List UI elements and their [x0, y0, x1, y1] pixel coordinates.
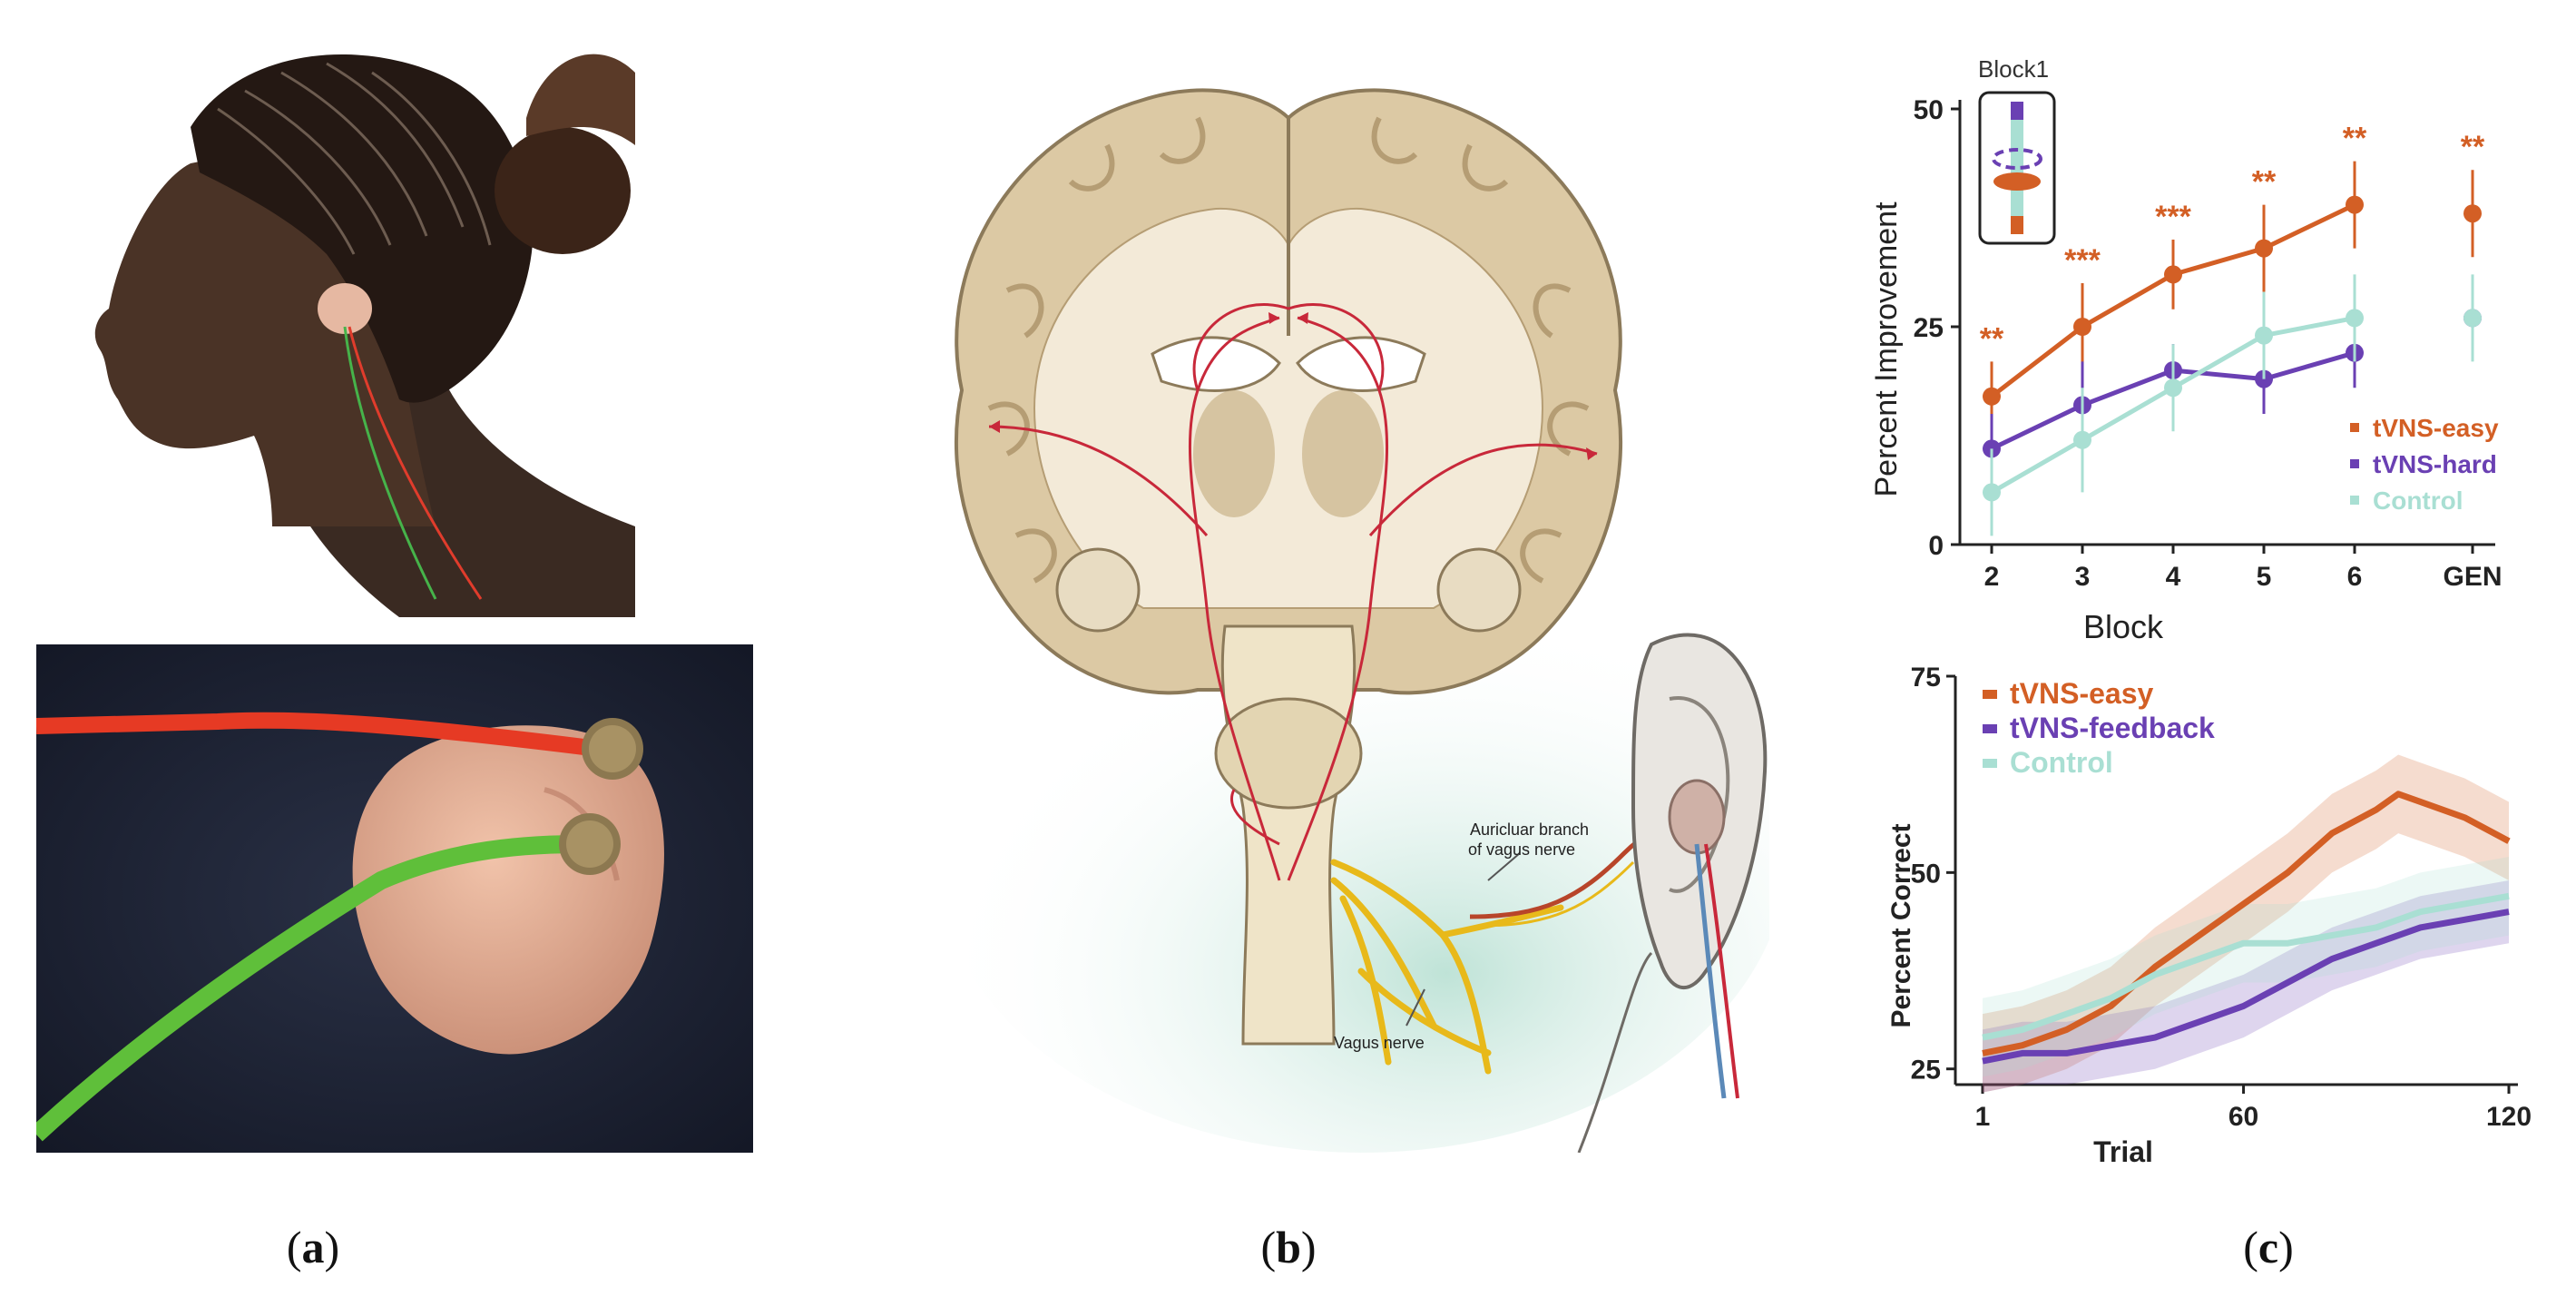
- chart1-point: [2073, 318, 2091, 336]
- chart1-significance-stars: **: [2461, 130, 2485, 164]
- chart2-line-1: [1982, 909, 2510, 1065]
- chart1-significance-stars: **: [2343, 122, 2367, 156]
- block1-inset: Block1: [1978, 55, 2056, 245]
- chart1-ytick-label: 25: [1914, 313, 1944, 343]
- caption-c: (c): [2243, 1222, 2294, 1272]
- chart2-ytick-label: 50: [1911, 859, 1941, 889]
- percent-correct-chart: 25 50 75 1 60 120 tVNS-easy tVNS-feedback Con…: [1886, 663, 2532, 1168]
- panel-a: [36, 18, 753, 1153]
- chart1-xtick-label: 3: [2075, 562, 2091, 592]
- chart2-confidence-band-0: [1983, 754, 2509, 1093]
- chart1-xtick-label: 6: [2347, 562, 2363, 592]
- label-vagus-nerve: Vagus nerve: [1334, 1034, 1425, 1052]
- chart1-point: [2164, 265, 2182, 284]
- chart1-ytick-label: 0: [1928, 531, 1944, 561]
- chart2-line-0: [1982, 791, 2511, 1056]
- chart2-ytick-label: 75: [1911, 663, 1941, 693]
- legend2-tvns-feedback: tVNS-feedback: [2010, 712, 2215, 744]
- legend-tvns-hard: tVNS-hard: [2373, 450, 2497, 478]
- chart1-ytick-label: 50: [1914, 95, 1944, 125]
- caption-b: (b): [1260, 1222, 1317, 1272]
- legend-tvns-easy: tVNS-easy: [2373, 414, 2499, 442]
- chart1-xlabel: Block: [2083, 608, 2164, 645]
- brain-vagus-illustration: Auricluar branch of vagus nerve Vagus ne…: [935, 88, 1788, 1154]
- chart1-significance-stars: **: [2252, 165, 2277, 200]
- chart1-point: [2463, 204, 2482, 223]
- chart2-line-2: [1982, 892, 2510, 1041]
- chart2-ylabel: Percent Correct: [1886, 823, 1916, 1027]
- chart1-point: [1983, 483, 2001, 502]
- chart2-confidence-band-2: [1983, 857, 2509, 1077]
- panel-b: Auricluar branch of vagus nerve Vagus ne…: [853, 64, 1788, 1154]
- head-profile-photo: [54, 18, 635, 617]
- chart2-xtick-label: 1: [1975, 1102, 1991, 1132]
- chart1-point: [2346, 195, 2364, 214]
- chart2-xtick-label: 120: [2486, 1102, 2532, 1132]
- chart2-legend: tVNS-easy tVNS-feedback Control: [1983, 677, 2215, 779]
- legend2-control: Control: [2010, 746, 2113, 779]
- chart1-legend: tVNS-easy tVNS-hard Control: [2350, 414, 2499, 515]
- chart2-xlabel: Trial: [2093, 1135, 2153, 1168]
- inset-label: Block1: [1978, 55, 2049, 83]
- chart1-xtick-label: 5: [2257, 562, 2272, 592]
- chart1-ylabel: Percent Improvement: [1869, 201, 1904, 497]
- chart1-significance-stars: **: [1980, 321, 2004, 356]
- chart1-significance-stars: ***: [2064, 243, 2101, 278]
- chart1-point: [2073, 430, 2091, 449]
- earpiece-electrode-photo: [36, 644, 753, 1153]
- chart2-confidence-band-1: [1983, 880, 2509, 1093]
- chart1-xtick-label: GEN: [2443, 562, 2502, 592]
- chart1-xtick-label: 2: [1984, 562, 2000, 592]
- chart1-point: [2463, 309, 2482, 328]
- chart1-point: [2255, 239, 2273, 258]
- chart1-point: [2164, 378, 2182, 398]
- chart1-point: [1983, 387, 2001, 406]
- legend2-tvns-easy: tVNS-easy: [2010, 677, 2154, 710]
- chart1-significance-stars: ***: [2155, 200, 2191, 234]
- caption-a: (a): [286, 1222, 340, 1272]
- chart1-point: [2346, 309, 2364, 328]
- chart1-xtick-label: 4: [2166, 562, 2181, 592]
- chart2-ytick-label: 25: [1911, 1056, 1941, 1086]
- chart1-point: [2255, 326, 2273, 345]
- chart2-xtick-label: 60: [2228, 1102, 2258, 1132]
- label-auricular-branch-1: Auricluar branch: [1470, 820, 1589, 839]
- label-auricular-branch-2: of vagus nerve: [1468, 840, 1575, 859]
- legend-control: Control: [2373, 486, 2463, 515]
